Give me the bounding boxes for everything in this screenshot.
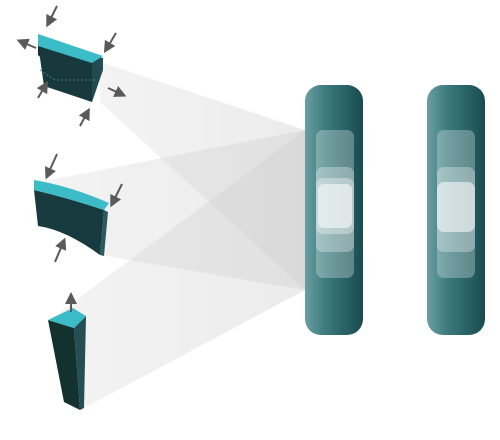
arrow-icon — [16, 38, 37, 50]
curved-cuboid-icon — [34, 180, 109, 256]
bottom-block-front — [48, 320, 80, 410]
tilted-cuboid-icon — [38, 34, 103, 102]
arrow-icon — [44, 153, 58, 180]
right-panel — [427, 85, 485, 335]
arrow-icon — [103, 32, 117, 54]
bottom-block-side — [74, 316, 86, 410]
panel-window — [318, 184, 352, 228]
panel-window — [437, 182, 475, 232]
beam-bottom — [52, 130, 305, 408]
top-block-arrows — [16, 5, 127, 127]
middle-block-front — [34, 190, 104, 255]
arrow-icon — [46, 5, 58, 28]
arrow-icon — [54, 237, 67, 263]
top-block-top — [38, 34, 103, 63]
arrow-icon — [107, 86, 127, 97]
wedge-prism-icon — [48, 308, 86, 410]
arrow-icon — [36, 80, 49, 99]
projection-beams — [40, 62, 305, 408]
middle-block-arrows — [44, 153, 123, 263]
arrow-icon — [78, 107, 90, 127]
middle-block-top — [34, 180, 109, 210]
middle-block-side — [100, 210, 108, 256]
left-panel — [305, 85, 363, 335]
bottom-block-top — [48, 308, 86, 328]
arrow-icon — [110, 183, 123, 208]
